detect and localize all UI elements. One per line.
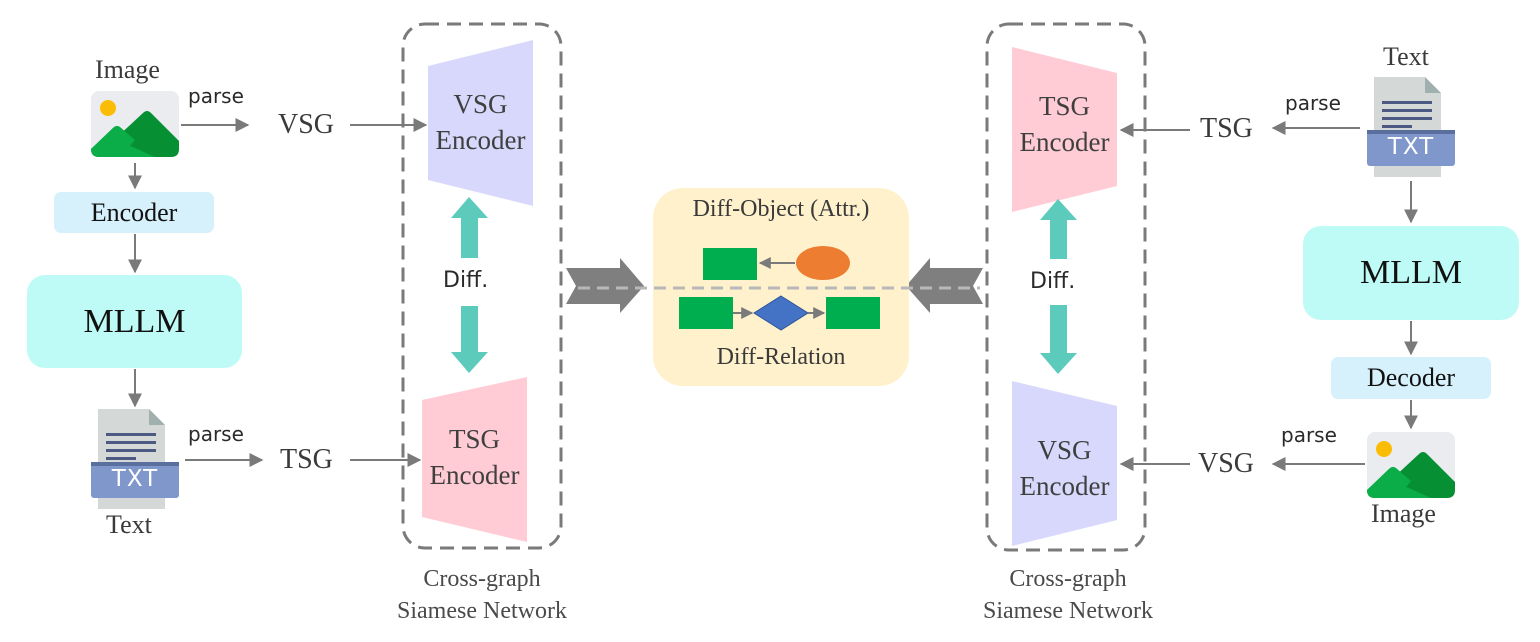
left-diff-down-arrow	[451, 306, 488, 373]
right-diff-up-arrow	[1040, 199, 1077, 259]
diff-relation-subject-node	[679, 297, 733, 329]
right-siamese-dashed-border	[985, 22, 1147, 552]
left-caption-line2: Siamese Network	[397, 598, 567, 624]
left-vsg-encoder-line2: Encoder	[435, 125, 526, 155]
right-tsg-encoder-trapezoid	[1012, 47, 1117, 212]
left-vsg-encoder-line1: VSG	[453, 89, 508, 119]
left-tsg-encoder-line1: TSG	[448, 424, 500, 454]
left-diff-up-arrow	[451, 197, 488, 258]
right-diff-down-arrow	[1040, 305, 1077, 374]
right-parse-bottom-label: parse	[1281, 423, 1337, 447]
right-parse-top-label: parse	[1285, 91, 1341, 115]
right-vsg-encoder-trapezoid	[1012, 381, 1117, 546]
left-parse-top-label: parse	[188, 84, 244, 108]
left-tsg-encoder-line2: Encoder	[429, 460, 520, 490]
left-txt-badge: TXT	[111, 466, 159, 492]
right-tsg-encoder-label: TSG Encoder	[1012, 88, 1117, 160]
left-parse-bottom-label: parse	[188, 422, 244, 446]
left-caption-line1: Cross-graph	[423, 566, 541, 592]
left-tsg-encoder-trapezoid	[422, 377, 527, 542]
left-vsg-label: VSG	[278, 109, 335, 140]
right-tsg-encoder-line1: TSG	[1038, 91, 1090, 121]
diff-object-node	[703, 248, 757, 280]
left-image-label: Image	[95, 55, 160, 84]
right-diff-label: Diff.	[1030, 269, 1076, 294]
right-mllm-box: MLLM	[1303, 226, 1519, 320]
right-caption-line1: Cross-graph	[1009, 566, 1127, 592]
left-siamese-caption: Cross-graph Siamese Network	[372, 563, 592, 627]
right-vsg-encoder-line1: VSG	[1037, 435, 1092, 465]
diff-relation-predicate-node	[753, 295, 809, 331]
diff-attribute-node	[796, 246, 850, 280]
right-vsg-encoder-label: VSG Encoder	[1012, 432, 1117, 504]
left-encoder-box: Encoder	[54, 192, 214, 233]
right-siamese-caption: Cross-graph Siamese Network	[958, 563, 1178, 627]
right-image-label: Image	[1371, 499, 1436, 528]
right-caption-line2: Siamese Network	[983, 598, 1153, 624]
left-siamese-dashed-border	[401, 22, 563, 550]
left-vsg-encoder-trapezoid	[428, 40, 533, 206]
diff-relation-title: Diff-Relation	[716, 344, 846, 370]
right-tsg-encoder-line2: Encoder	[1019, 127, 1110, 157]
right-to-diff-arrow	[906, 258, 983, 313]
left-to-diff-arrow	[566, 258, 644, 313]
right-text-label: Text	[1383, 42, 1429, 71]
diff-relation-object-node	[826, 297, 880, 329]
right-txt-badge: TXT	[1387, 134, 1435, 160]
left-tsg-label: TSG	[280, 444, 333, 475]
left-vsg-encoder-label: VSG Encoder	[428, 86, 533, 158]
right-vsg-label: VSG	[1198, 448, 1255, 479]
right-tsg-label: TSG	[1200, 113, 1253, 144]
right-vsg-encoder-line2: Encoder	[1019, 471, 1110, 501]
left-mllm-box: MLLM	[27, 275, 242, 368]
left-tsg-encoder-label: TSG Encoder	[422, 421, 527, 493]
right-decoder-box: Decoder	[1331, 357, 1491, 399]
diff-object-title: Diff-Object (Attr.)	[692, 196, 870, 222]
left-diff-label: Diff.	[443, 268, 489, 293]
left-text-label: Text	[106, 510, 152, 539]
